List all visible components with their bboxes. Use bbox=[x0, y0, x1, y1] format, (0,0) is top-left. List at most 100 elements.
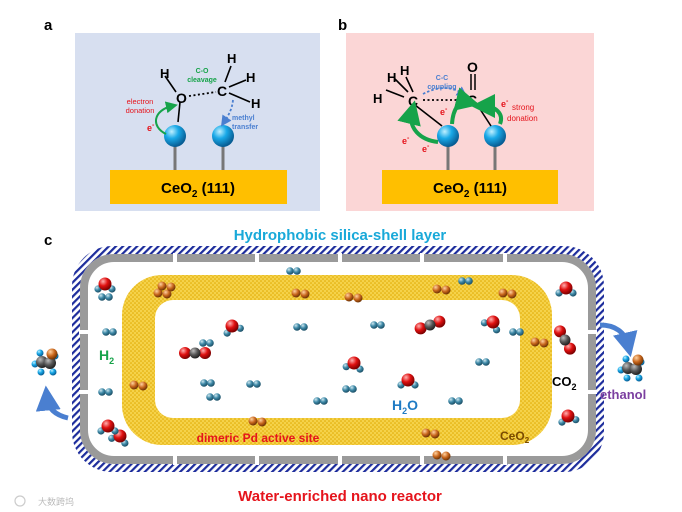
pd-atom bbox=[441, 285, 451, 295]
panel-a-cleavage-label-1: C-O bbox=[196, 68, 209, 75]
co2-o-atom bbox=[199, 347, 211, 359]
h2-atom bbox=[313, 397, 321, 405]
pd-atom bbox=[291, 288, 301, 298]
h2-atom bbox=[448, 397, 456, 405]
pd-atom bbox=[129, 380, 139, 390]
panel-a-e-label: e- bbox=[147, 122, 155, 133]
water-o-atom bbox=[486, 315, 500, 329]
water-h-atom bbox=[480, 319, 489, 327]
h2-atom bbox=[455, 397, 463, 405]
h2-atom bbox=[213, 393, 221, 401]
panel-b-donation-arrow-left bbox=[397, 100, 439, 144]
pd-atom bbox=[344, 292, 354, 302]
panel-a-atom-h2: H bbox=[246, 70, 255, 85]
h2-atom bbox=[458, 277, 466, 285]
water-o-atom bbox=[98, 277, 112, 291]
panel-b-e-label-3: e- bbox=[440, 106, 448, 117]
pd-atom bbox=[539, 338, 549, 348]
panel-a-methyl-label-2: transfer bbox=[232, 124, 258, 131]
shell-layer-label: Hydrophobic silica-shell layer bbox=[234, 227, 447, 244]
pd-atom bbox=[162, 289, 172, 299]
pd-atom bbox=[166, 282, 176, 292]
panel-a-electron-label-1: electron bbox=[127, 97, 154, 106]
ethanol-h-atom bbox=[635, 374, 643, 382]
panel-b-substrate bbox=[382, 170, 558, 204]
panel-a-cleavage-label-2: cleavage bbox=[187, 77, 217, 84]
pd-site-label: dimeric Pd active site bbox=[197, 431, 320, 445]
panel-b-coupling-label-1: C-C bbox=[436, 75, 448, 82]
pd-atom bbox=[432, 450, 442, 460]
pd-atom bbox=[507, 289, 517, 299]
panel-b-letter: b bbox=[338, 17, 347, 34]
ethanol-h-atom bbox=[37, 368, 45, 376]
co2-o-atom bbox=[179, 347, 191, 359]
h2-atom bbox=[300, 323, 308, 331]
panel-b-atom-h2: H bbox=[387, 70, 396, 85]
panel-a-substrate bbox=[110, 170, 287, 204]
water-o-atom bbox=[401, 373, 415, 387]
h2-atom bbox=[200, 379, 208, 387]
h2-atom bbox=[342, 385, 350, 393]
panel-a-atom-h3: H bbox=[251, 96, 260, 111]
h2-atom bbox=[109, 328, 117, 336]
panel-a-atom-h-oh: H bbox=[160, 66, 169, 81]
pd-atom bbox=[300, 289, 310, 299]
panel-c-letter: c bbox=[44, 232, 52, 249]
panel-a-electron-arrow bbox=[155, 101, 178, 135]
panel-a-bond-co-broken bbox=[188, 91, 217, 97]
panel-a-substrate-label: CeO2 (111) bbox=[161, 180, 235, 200]
ethanol-h-atom bbox=[49, 368, 57, 376]
water-o-atom bbox=[561, 409, 575, 423]
pd-atom bbox=[498, 288, 508, 298]
panel-a-bond-ch2 bbox=[228, 79, 247, 88]
left-out-arrow bbox=[35, 385, 69, 421]
pd-atom bbox=[138, 381, 148, 391]
panel-a-bond-oh bbox=[164, 75, 177, 93]
h2-label: H2 bbox=[99, 347, 114, 366]
ethanol-o-atom bbox=[46, 348, 58, 360]
h2-atom bbox=[253, 380, 261, 388]
pd-atom bbox=[157, 281, 167, 291]
h2-atom bbox=[105, 388, 113, 396]
h2-atom bbox=[509, 328, 517, 336]
panel-b-sphere-left bbox=[437, 125, 459, 147]
water-o-atom bbox=[101, 419, 115, 433]
panel-a-atom-h1: H bbox=[227, 51, 236, 66]
panel-b-substrate-label: CeO2 (111) bbox=[433, 180, 507, 200]
h2-atom bbox=[377, 321, 385, 329]
h2-atom bbox=[206, 339, 214, 347]
panel-b-e-label-4: e- bbox=[501, 98, 509, 109]
watermark: 大数跨坞 bbox=[38, 496, 74, 507]
h2-atom bbox=[320, 397, 328, 405]
ethanol-o-atom bbox=[632, 354, 644, 366]
pd-atom bbox=[432, 284, 442, 294]
h2-atom bbox=[199, 339, 207, 347]
panel-a-methyl-arrow bbox=[221, 99, 234, 127]
panel-b-strong-label-1: strong bbox=[512, 103, 534, 112]
panel-b-donation-arrow-right bbox=[471, 94, 503, 125]
h2-atom bbox=[105, 293, 113, 301]
ethanol-h-atom bbox=[36, 349, 44, 357]
watermark-icon bbox=[14, 495, 26, 507]
panel-b-strong-label-2: donation bbox=[507, 114, 538, 123]
pd-atom bbox=[153, 288, 163, 298]
h2-atom bbox=[207, 379, 215, 387]
panel-a-methyl-label-1: methyl bbox=[232, 115, 255, 122]
h2-atom bbox=[293, 267, 301, 275]
pd-atom bbox=[430, 429, 440, 439]
panel-b-bond-ch3 bbox=[405, 76, 414, 93]
pd-atom bbox=[421, 428, 431, 438]
ethanol-c-atom bbox=[44, 357, 56, 369]
panel-b-e-label-1: e- bbox=[402, 135, 410, 146]
panel-b-e-label-2: e- bbox=[422, 143, 430, 154]
h2-atom bbox=[246, 380, 254, 388]
molecules-group bbox=[31, 267, 645, 461]
co2-c-atom bbox=[424, 319, 436, 331]
panel-b-atom-h3: H bbox=[400, 63, 409, 78]
h2-atom bbox=[98, 388, 106, 396]
co2-label: CO2 bbox=[552, 374, 577, 392]
h2-atom bbox=[293, 323, 301, 331]
h2-atom bbox=[286, 267, 294, 275]
ethanol-h-atom bbox=[623, 374, 631, 382]
